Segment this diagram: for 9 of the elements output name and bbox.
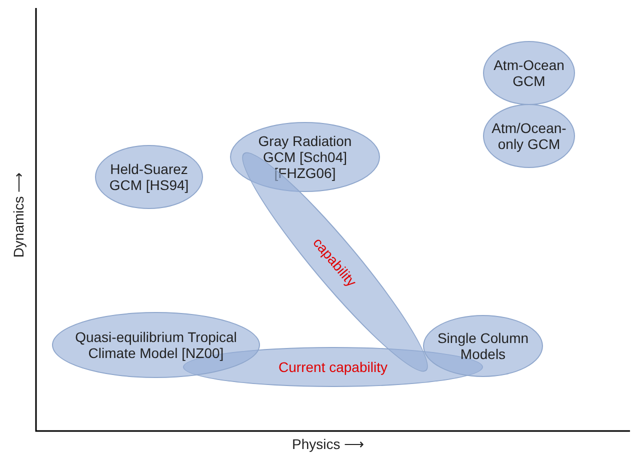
region-label: Gray Radiation GCM [Sch04] [FHZG06] bbox=[257, 133, 353, 181]
y-axis-label: Dynamics ⟶ bbox=[10, 172, 26, 258]
region-label: Current capability bbox=[278, 359, 388, 375]
region-label: Atm-Ocean GCM bbox=[492, 57, 566, 89]
x-axis-label: Physics ⟶ bbox=[292, 436, 364, 452]
region-label: Held-Suarez GCM [HS94] bbox=[108, 161, 190, 193]
region-label: Atm/Ocean-only GCM bbox=[490, 120, 568, 152]
region-label: Single Column Models bbox=[436, 330, 530, 362]
region-label: Quasi-equilibrium Tropical Climate Model [NZ00] bbox=[74, 329, 238, 361]
